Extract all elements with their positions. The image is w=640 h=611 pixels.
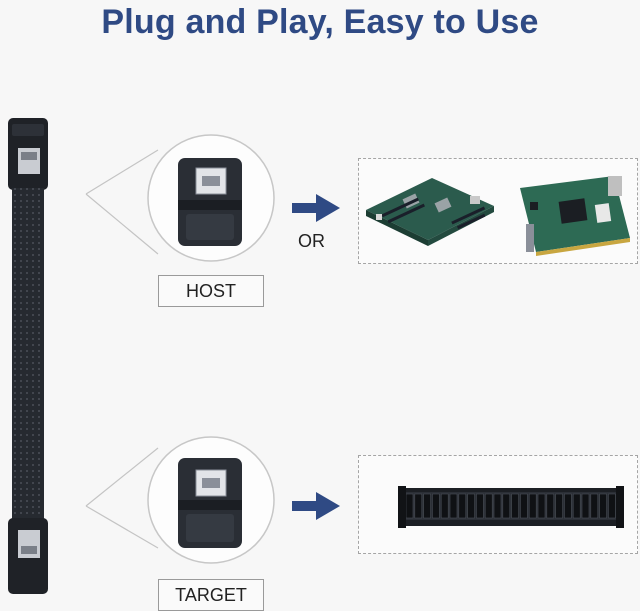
drive-bay — [590, 493, 599, 519]
target-label: TARGET — [158, 579, 264, 611]
drive-bay — [572, 493, 581, 519]
host-connector-zoom — [147, 134, 275, 262]
drive-bay — [493, 493, 502, 519]
bottom-connector-icon — [8, 518, 48, 594]
drive-bay — [537, 493, 546, 519]
braided-cable — [12, 188, 44, 524]
drive-bay — [502, 493, 511, 519]
drive-bay — [458, 493, 467, 519]
arrow-right-icon — [292, 194, 340, 222]
drive-bay — [511, 493, 519, 519]
drive-bay — [449, 493, 458, 519]
drive-bay — [484, 493, 493, 519]
drive-bay — [564, 493, 572, 519]
motherboard-icon — [366, 178, 494, 246]
top-connector-icon — [8, 118, 48, 190]
drive-bay — [414, 493, 423, 519]
drive-bay — [555, 493, 563, 519]
host-label: HOST — [158, 275, 264, 307]
drive-bay — [432, 493, 440, 519]
drive-bay — [599, 493, 607, 519]
drive-bay — [608, 493, 616, 519]
drive-bay — [520, 493, 528, 519]
drive-bay — [467, 493, 475, 519]
drive-bay — [440, 493, 449, 519]
page-title: Plug and Play, Easy to Use — [101, 3, 539, 41]
drive-bay — [581, 493, 590, 519]
drive-bay — [423, 493, 431, 519]
drive-bay — [546, 493, 555, 519]
sas-cable — [8, 118, 48, 594]
drive-bay — [405, 493, 414, 519]
drive-bay — [528, 493, 537, 519]
arrow-right-icon — [292, 492, 340, 520]
drive-bay — [476, 493, 484, 519]
or-label: OR — [298, 231, 325, 251]
raid-card-icon — [520, 176, 630, 256]
storage-enclosure-icon — [398, 486, 624, 528]
target-connector-zoom — [147, 436, 275, 564]
